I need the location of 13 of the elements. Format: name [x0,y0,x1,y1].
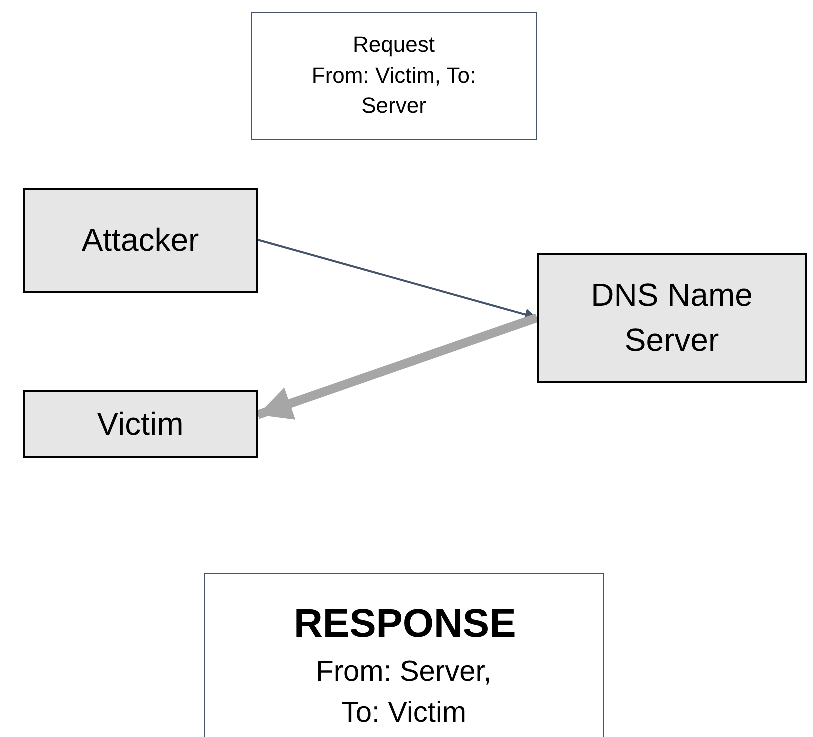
node-text: From: Victim, To: Server [310,62,478,120]
message-box [251,12,537,140]
message-title: RESPONSE [294,601,514,648]
node-text: From: Server, To: Victim [315,655,493,731]
node-text: DNS Name Server [590,276,754,360]
node-text: Victim [97,404,184,444]
entity-box [537,253,807,383]
entity-box [23,390,258,458]
message-title: Request [353,30,435,59]
entity-box [23,188,258,293]
message-box [204,573,604,737]
node-text: Attacker [82,221,200,260]
arrow [256,314,538,420]
